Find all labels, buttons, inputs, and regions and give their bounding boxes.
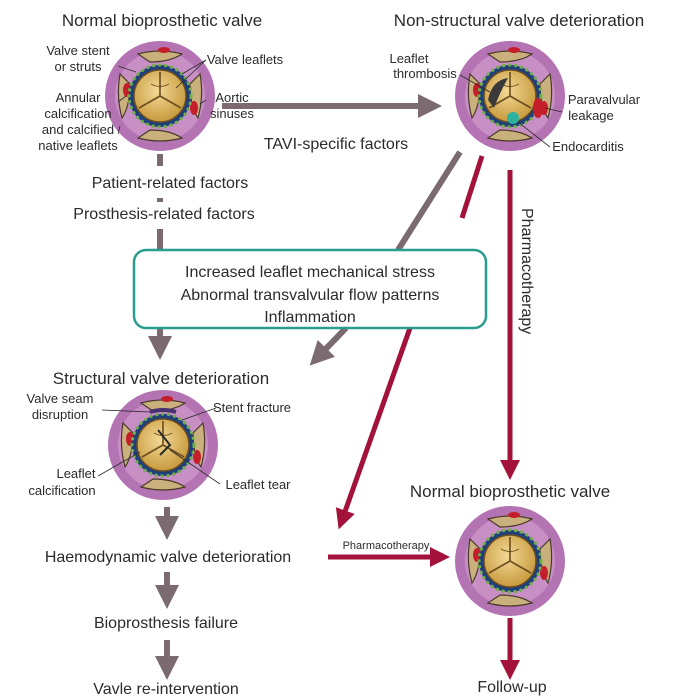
label-endocarditis: Endocarditis (552, 139, 624, 154)
label-valve-leaflets: Valve leaflets (207, 52, 284, 67)
seam-disruption-mark (149, 408, 177, 414)
mechanism-line-3: Inflammation (264, 309, 356, 326)
svd-valve-illustration (106, 388, 220, 502)
gray-arrows (148, 94, 463, 680)
label-annular-1: Annular (56, 90, 101, 105)
arrow-nsvd-to-svd (309, 325, 349, 366)
label-stent-2: or struts (55, 59, 102, 74)
patient-factors-label: Patient-related factors (92, 175, 249, 192)
label-leaflet-tear: Leaflet tear (225, 477, 291, 492)
svd-leader-lines (97, 407, 221, 485)
haemodynamic-label: Haemodynamic valve deterioration (45, 549, 291, 566)
normal-valve-bottom-illustration (453, 504, 567, 618)
normal-valve-illustration (103, 39, 217, 153)
title-nonstructural: Non-structural valve deterioration (394, 11, 644, 30)
label-annular-2: calcification (44, 106, 111, 121)
label-annular-3: and calcified (42, 122, 114, 137)
label-annular-4: native leaflets (38, 138, 118, 153)
title-normal-valve-top: Normal bioprosthetic valve (62, 11, 262, 30)
title-normal-valve-bottom: Normal bioprosthetic valve (410, 482, 610, 501)
failure-label: Bioprosthesis failure (94, 615, 238, 632)
thrombus-mark (488, 78, 508, 108)
reintervention-label: Vavle re-intervention (93, 681, 239, 698)
paravalvular-mark (533, 98, 543, 118)
tavi-factors-label: TAVI-specific factors (264, 136, 408, 153)
label-stent-fracture: Stent fracture (213, 400, 291, 415)
label-paravalvular-1: Paravalvular (568, 92, 641, 107)
label-paravalvular-2: leakage (568, 108, 614, 123)
red-arrows (328, 155, 520, 680)
label-calcification-2: calcification (28, 483, 95, 498)
label-seam-2: disruption (32, 407, 88, 422)
endocarditis-mark (507, 112, 519, 124)
label-thrombosis-2: thrombosis (393, 66, 457, 81)
label-seam-1: Valve seam (27, 391, 94, 406)
prosthesis-factors-label: Prosthesis-related factors (73, 206, 254, 223)
label-stent-1: Valve stent (46, 43, 110, 58)
label-aortic-2: sinuses (210, 106, 255, 121)
label-calcification-1: Leaflet (56, 466, 95, 481)
top-valve-leader-lines (117, 59, 207, 135)
arrow-nsvd-to-hvd (335, 327, 413, 530)
nsvd-valve-illustration (453, 39, 567, 153)
pharmacotherapy-horizontal-label: Pharmacotherapy (343, 540, 430, 552)
mechanism-line-2: Abnormal transvalvular flow patterns (181, 287, 440, 304)
mechanism-line-1: Increased leaflet mechanical stress (185, 264, 435, 281)
label-thrombosis-1: Leaflet (389, 51, 428, 66)
mechanisms-box (132, 248, 488, 330)
label-aortic-1: Aortic (215, 90, 249, 105)
followup-label: Follow-up (477, 679, 546, 696)
pharmacotherapy-vertical-label: Pharmacotherapy (518, 208, 535, 334)
leaflet-tear-mark (157, 429, 172, 456)
nsvd-leader-lines (459, 74, 563, 148)
title-structural: Structural valve deterioration (53, 369, 269, 388)
